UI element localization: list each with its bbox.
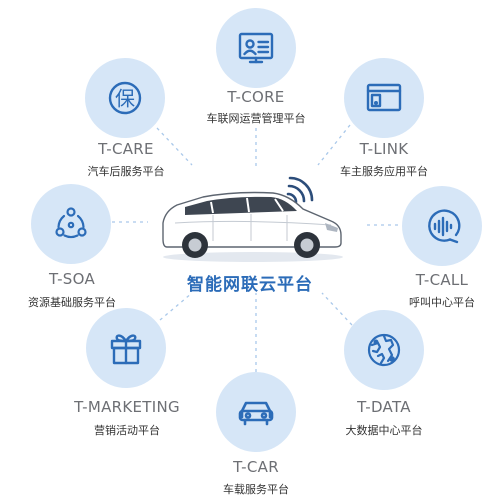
node-t-marketing-title: T-MARKETING xyxy=(74,398,180,416)
node-t-call-title: T-CALL xyxy=(415,271,469,289)
node-t-car-title: T-CAR xyxy=(233,458,279,476)
node-t-core-title: T-CORE xyxy=(227,88,285,106)
node-t-core-subtitle: 车联网运营管理平台 xyxy=(206,112,306,125)
car-illustration xyxy=(155,175,345,265)
node-t-soa-subtitle: 资源基础服务平台 xyxy=(28,296,116,309)
connector-t-marketing xyxy=(159,292,193,321)
node-t-call-subtitle: 呼叫中心平台 xyxy=(409,296,475,309)
node-t-core-circle[interactable] xyxy=(216,8,296,88)
node-t-link-subtitle: 车主服务应用平台 xyxy=(340,165,428,178)
node-t-marketing-circle[interactable] xyxy=(86,308,166,388)
app-window-icon xyxy=(366,83,402,112)
center-title: 智能网联云平台 xyxy=(187,275,313,295)
network-nodes-icon xyxy=(55,207,87,239)
presentation-screen-icon xyxy=(238,32,274,64)
bao-character-glyph: 保 xyxy=(115,87,135,111)
node-t-soa-circle[interactable] xyxy=(31,184,111,264)
car-icon xyxy=(238,401,274,426)
connector-t-data xyxy=(321,292,353,326)
node-t-call-circle[interactable] xyxy=(402,186,482,266)
signal-waves-icon xyxy=(286,176,314,204)
node-t-link-title: T-LINK xyxy=(359,140,409,158)
gift-icon xyxy=(110,334,142,365)
node-t-car-circle[interactable] xyxy=(216,372,296,452)
connector-t-link xyxy=(317,124,351,166)
data-globe-icon xyxy=(367,333,401,367)
node-t-car-subtitle: 车载服务平台 xyxy=(223,483,289,496)
node-t-data-title: T-DATA xyxy=(357,398,411,416)
bao-character-icon: 保 xyxy=(108,81,142,115)
node-t-care-circle[interactable]: 保 xyxy=(85,58,165,138)
node-t-data-circle[interactable] xyxy=(344,310,424,390)
node-t-care-title: T-CARE xyxy=(98,140,154,158)
voice-call-icon xyxy=(428,209,461,244)
node-t-link-circle[interactable] xyxy=(344,58,424,138)
node-t-marketing-subtitle: 营销活动平台 xyxy=(94,424,160,437)
node-t-soa-title: T-SOA xyxy=(48,270,96,288)
node-t-data-subtitle: 大数据中心平台 xyxy=(345,424,423,437)
connector-t-care xyxy=(156,127,193,166)
minivan-icon xyxy=(162,176,343,262)
node-t-care-subtitle: 汽车后服务平台 xyxy=(87,165,165,178)
